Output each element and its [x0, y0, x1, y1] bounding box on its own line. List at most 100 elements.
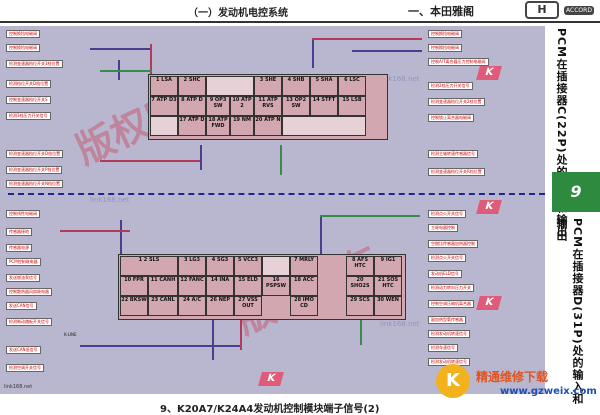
watermark-link: link168.net: [90, 196, 130, 204]
pin-c-18: 18 ATP FWD: [206, 116, 230, 136]
brand-line: 一、本田雅阁: [408, 5, 474, 18]
signal-label: 检测点火开关信号: [428, 210, 466, 218]
pin-d-10: 10 FPR: [120, 276, 148, 296]
site-brand: 精通维修下载: [476, 370, 549, 384]
signal-label: 控制锁止离合器电磁阀: [428, 114, 474, 122]
signal-label: PCM控制继电器: [6, 258, 41, 266]
wire: [200, 145, 202, 170]
pin-d-8: 8 AFS HTC: [346, 256, 374, 276]
pin-d-7: 7 MRLY: [290, 256, 318, 276]
pin-d-29: 29 SCS: [346, 296, 374, 316]
pin-c-7: 7 ATP D3: [150, 96, 178, 116]
wire: [90, 48, 150, 50]
signal-label: 检测档位开关D档位置: [6, 80, 52, 88]
wire: [100, 70, 152, 72]
pin-c-13: 13 OP2 SW: [282, 96, 310, 116]
pin-d-30: 30 WEN: [374, 296, 402, 316]
pin-d-5: 5 VCC3: [234, 256, 262, 276]
signal-label: 检测变速器档位开关D档位置: [6, 150, 64, 158]
signal-label: 副加热型氧传感器: [428, 316, 466, 324]
connector-d-caption: PCM在插接器D(31P)处的输入和输出: [555, 218, 584, 405]
signal-label: 控制散热器风扇继电器: [6, 288, 52, 296]
pin-d-23: 23 CANL: [148, 296, 178, 316]
wire: [360, 315, 362, 345]
pin-d-3: 3 LG3: [178, 256, 206, 276]
pin-c-9: 9 OP3 SW: [206, 96, 230, 116]
wire: [60, 230, 130, 232]
pin-c-20: 20 ATP N: [254, 116, 282, 136]
watermark-link: link168.net: [380, 75, 420, 83]
signal-label: 检测发动机转速信号: [428, 330, 470, 338]
accord-badge: ACCORD: [564, 6, 594, 15]
k-logo-icon: K: [476, 200, 502, 214]
pin-c-2: 2 SHC: [178, 76, 206, 96]
pin-c-10: 10 ATP 2: [230, 96, 254, 116]
signal-label: 空燃比传感器加热器控制: [428, 240, 478, 248]
wire: [240, 310, 242, 350]
wire: [312, 38, 314, 68]
signal-label: 控制换挡电磁阀: [428, 30, 462, 38]
site-logo-icon: K: [436, 364, 470, 398]
pin-c-14: 14 STFT: [310, 96, 338, 116]
signal-label: 检测点火开关信号: [428, 254, 466, 262]
pin-c-19: 19 NM: [230, 116, 254, 136]
signal-label: 控制换挡电磁阀: [428, 44, 462, 52]
signal-label: 检测3档压力开关信号: [6, 112, 51, 120]
pin-d-20: 20 SHO2S: [346, 276, 374, 296]
wire: [320, 215, 420, 217]
pin-d-28: 28 IMO CD: [290, 296, 318, 316]
signal-label: 传感器接地: [6, 228, 32, 236]
pin-d-9: 9 IG1: [374, 256, 402, 276]
signal-label: 控制变速器档位开关S: [6, 96, 51, 104]
wire: [100, 160, 200, 162]
wire: [352, 50, 422, 52]
pin-c-4: 4 SHB: [282, 76, 310, 96]
pin-c-6: 6 LSC: [338, 76, 366, 96]
pin-c-3: 3 SHE: [254, 76, 282, 96]
site-url[interactable]: www.gzweix.com: [500, 386, 597, 397]
signal-label: 检测2档压力开关信号: [428, 82, 473, 90]
signal-label: 检测空调开关信号: [6, 364, 44, 372]
wire: [120, 220, 122, 260]
pin-d-11: 11 CANH: [148, 276, 178, 296]
pin-d-24: 24 A/C: [178, 296, 206, 316]
watermark-link: link168.net: [380, 320, 420, 328]
section-separator: [8, 193, 545, 195]
k-logo-icon: K: [476, 296, 502, 310]
pin-d-26: 26 NEP: [206, 296, 234, 316]
signal-label: 控制空调压缩机离合器: [428, 300, 474, 308]
pin-c-15: 15 LSB: [338, 96, 366, 116]
pin-c-1: 1 LSA: [150, 76, 178, 96]
pin-d-27: 27 VSS OUT: [234, 296, 262, 316]
pin-c-blank: [150, 116, 178, 136]
signal-label: 检测变速器档位开关N档位置: [6, 180, 63, 188]
pin-c-blank: [282, 116, 366, 136]
wire: [312, 38, 422, 40]
wire: [320, 215, 322, 260]
signal-label: 发送燃油泵信号: [6, 274, 40, 282]
signal-label: 检测变速器档位开关R档位置: [428, 168, 485, 176]
signal-label: 控制换挡电磁阀: [6, 44, 40, 52]
signal-label: 控制A/T离合器压力控制电磁阀: [428, 58, 489, 66]
pin-c-5: 5 SHA: [310, 76, 338, 96]
signal-label: 检测主轴转速传感器信号: [428, 150, 478, 158]
source-link: link168.net: [4, 384, 33, 390]
pin-d-4: 4 SG3: [206, 256, 234, 276]
pin-d-12: 12 FANC: [178, 276, 206, 296]
figure-caption: 9、K20A7/K24A4发动机控制模块端子信号(2): [160, 404, 380, 415]
signal-label: 传感器电源: [6, 244, 32, 252]
signal-label: 主继电器控制: [428, 224, 458, 232]
signal-label: 发送CAN低信号: [6, 346, 41, 354]
honda-logo-icon: H: [525, 1, 559, 19]
pin-d-22: 22 BKSW: [120, 296, 148, 316]
signal-label: K-LINE: [64, 332, 77, 337]
wire: [80, 345, 240, 347]
pin-c-17: 17 ATP D: [178, 116, 206, 136]
pin-d-18: 18 ACC: [290, 276, 318, 296]
signal-label: 检测变速器档位开关2档位置: [428, 98, 485, 106]
signal-label: 发送CAN信号: [6, 302, 37, 310]
pin-d-21: 21 SOS HTC: [374, 276, 402, 296]
pin-d-1-2: 1 2 SLS: [120, 256, 178, 276]
signal-label: 发动机ELD信号: [428, 270, 462, 278]
